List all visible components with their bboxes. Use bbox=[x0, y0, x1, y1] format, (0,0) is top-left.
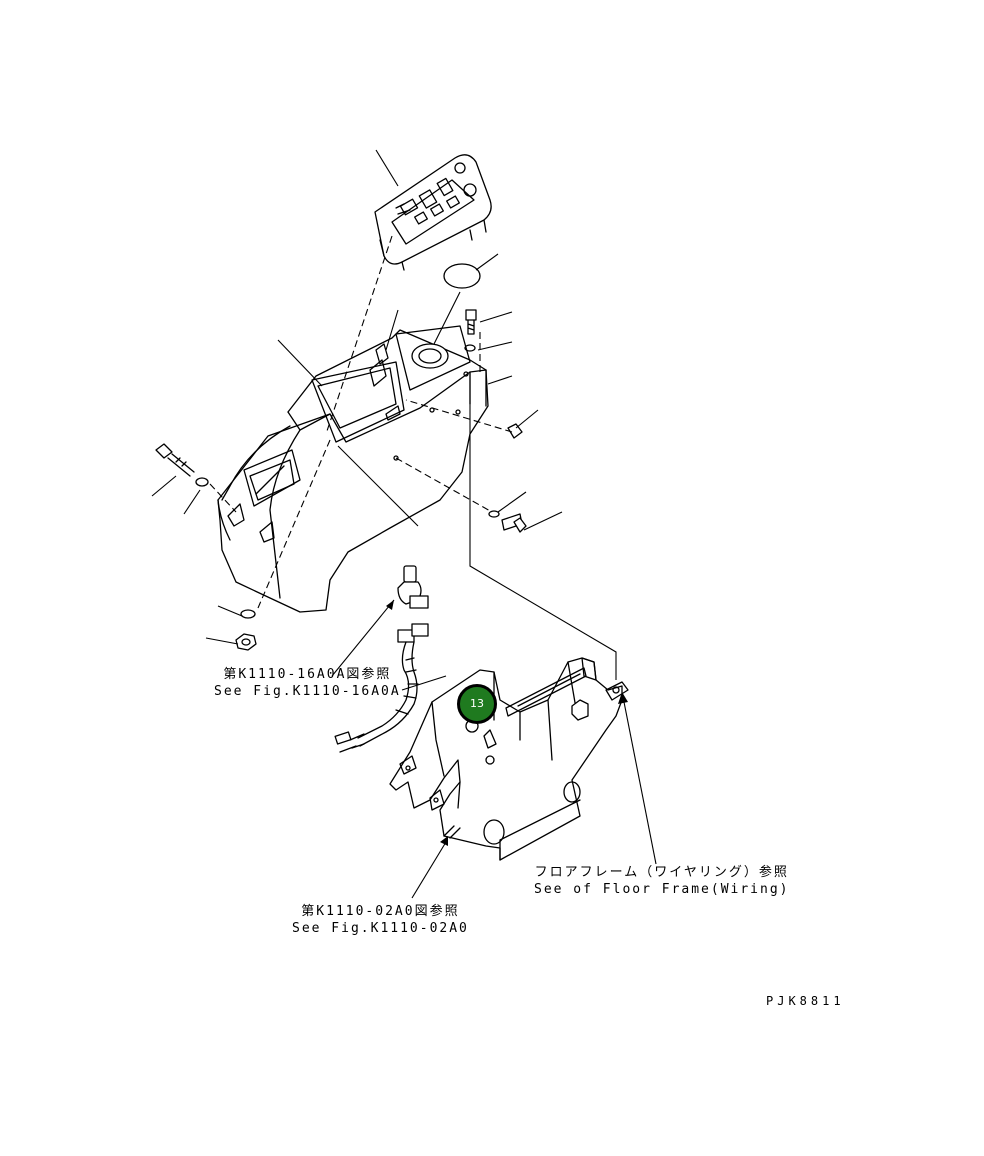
monitor-panel bbox=[375, 155, 491, 270]
floor-frame-reference-ja: フロアフレーム（ワイヤリング）参照 bbox=[534, 865, 789, 880]
harness-reference-en: See Fig.K1110-16A0A bbox=[214, 684, 401, 699]
assembly-lines bbox=[210, 236, 512, 608]
floor-frame-reference-en: See of Floor Frame(Wiring) bbox=[534, 882, 790, 897]
harness-reference: 第K1110-16A0A図参照 See Fig.K1110-16A0A bbox=[214, 666, 401, 700]
bracket-reference-ja: 第K1110-02A0図参照 bbox=[301, 904, 460, 919]
harness-reference-ja: 第K1110-16A0A図参照 bbox=[223, 667, 392, 682]
bracket-reference: 第K1110-02A0図参照 See Fig.K1110-02A0 bbox=[292, 903, 469, 937]
bolt-right bbox=[489, 424, 526, 532]
mounting-bracket bbox=[390, 658, 628, 860]
bracket-reference-en: See Fig.K1110-02A0 bbox=[292, 921, 469, 936]
nut-lower bbox=[236, 634, 256, 650]
bolt-upper bbox=[465, 310, 476, 351]
leader-lines bbox=[152, 150, 656, 898]
routing-line bbox=[470, 372, 616, 680]
part-callout-13[interactable]: 13 bbox=[457, 684, 497, 724]
cover-cap bbox=[444, 264, 480, 288]
console-cover bbox=[218, 326, 488, 612]
floor-frame-reference: フロアフレーム（ワイヤリング）参照 See of Floor Frame(Wir… bbox=[534, 864, 790, 898]
bolt-left bbox=[156, 444, 208, 486]
wiring-harness bbox=[335, 566, 428, 752]
washer-lower bbox=[241, 610, 255, 618]
drawing-number: PJK8811 bbox=[766, 994, 845, 1008]
